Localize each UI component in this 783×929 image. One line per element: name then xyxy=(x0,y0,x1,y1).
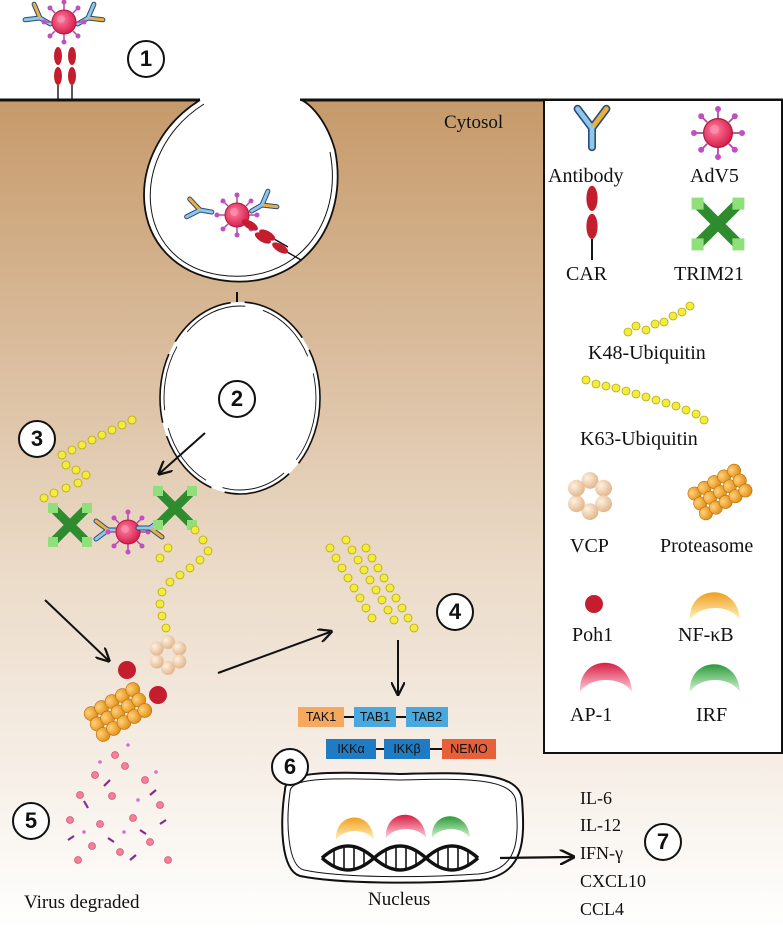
legend-glyphs xyxy=(568,106,755,692)
legend-trim21-label: TRIM21 xyxy=(674,263,744,285)
ap1-in-nucleus xyxy=(385,814,426,838)
cytokine-ccl4: CCL4 xyxy=(580,899,625,919)
trim21-complex xyxy=(39,415,213,633)
cytokine-il12: IL-12 xyxy=(580,815,621,835)
virus-degraded-label: Virus degraded xyxy=(24,892,140,913)
nemo-box: NEMO xyxy=(442,739,496,759)
step-2-marker: 2 xyxy=(218,380,256,418)
legend-poh1-label: Poh1 xyxy=(572,624,614,646)
irf-in-nucleus xyxy=(431,816,470,838)
virus-fragments xyxy=(66,743,172,864)
legend-nfkb-label: NF-κB xyxy=(678,624,734,646)
cytosol-label: Cytosol xyxy=(444,112,504,133)
free-k63-chains xyxy=(325,535,419,633)
step-4-marker: 4 xyxy=(436,593,474,631)
legend-adv5-label: AdV5 xyxy=(690,165,739,187)
tab1-box: TAB1 xyxy=(354,707,396,727)
legend-k63-label: K63-Ubiquitin xyxy=(580,428,698,450)
nucleus-label: Nucleus xyxy=(368,889,431,910)
surface-virus-complex xyxy=(25,0,103,101)
legend-vcp-label: VCP xyxy=(570,535,609,557)
legend-ap1-label: AP-1 xyxy=(570,704,613,726)
step-3-marker: 3 xyxy=(18,420,56,458)
step-5-marker: 5 xyxy=(12,802,50,840)
tak1-box: TAK1 xyxy=(298,707,344,727)
cytokine-ifng: IFN-γ xyxy=(580,843,623,863)
endosome xyxy=(143,99,339,283)
tab2-box: TAB2 xyxy=(406,707,448,727)
legend-k48-label: K48-Ubiquitin xyxy=(588,342,706,364)
step-6-marker: 6 xyxy=(271,748,309,786)
ikka-box: IKKα xyxy=(326,739,376,759)
legend-irf-label: IRF xyxy=(696,704,728,726)
step-7-marker: 7 xyxy=(644,823,682,861)
cytokine-il6: IL-6 xyxy=(580,788,612,808)
dna-helix xyxy=(320,844,480,872)
ikkb-box: IKKβ xyxy=(384,739,430,759)
nfkb-in-nucleus xyxy=(335,817,374,840)
legend-proteasome-label: Proteasome xyxy=(660,535,754,557)
legend-antibody-label: Antibody xyxy=(548,165,624,187)
legend-box xyxy=(543,99,783,754)
cytokine-cxcl10: CXCL10 xyxy=(580,871,647,891)
step-1-marker: 1 xyxy=(127,40,165,78)
poh1-dot xyxy=(118,661,136,679)
legend-car-label: CAR xyxy=(566,263,608,285)
